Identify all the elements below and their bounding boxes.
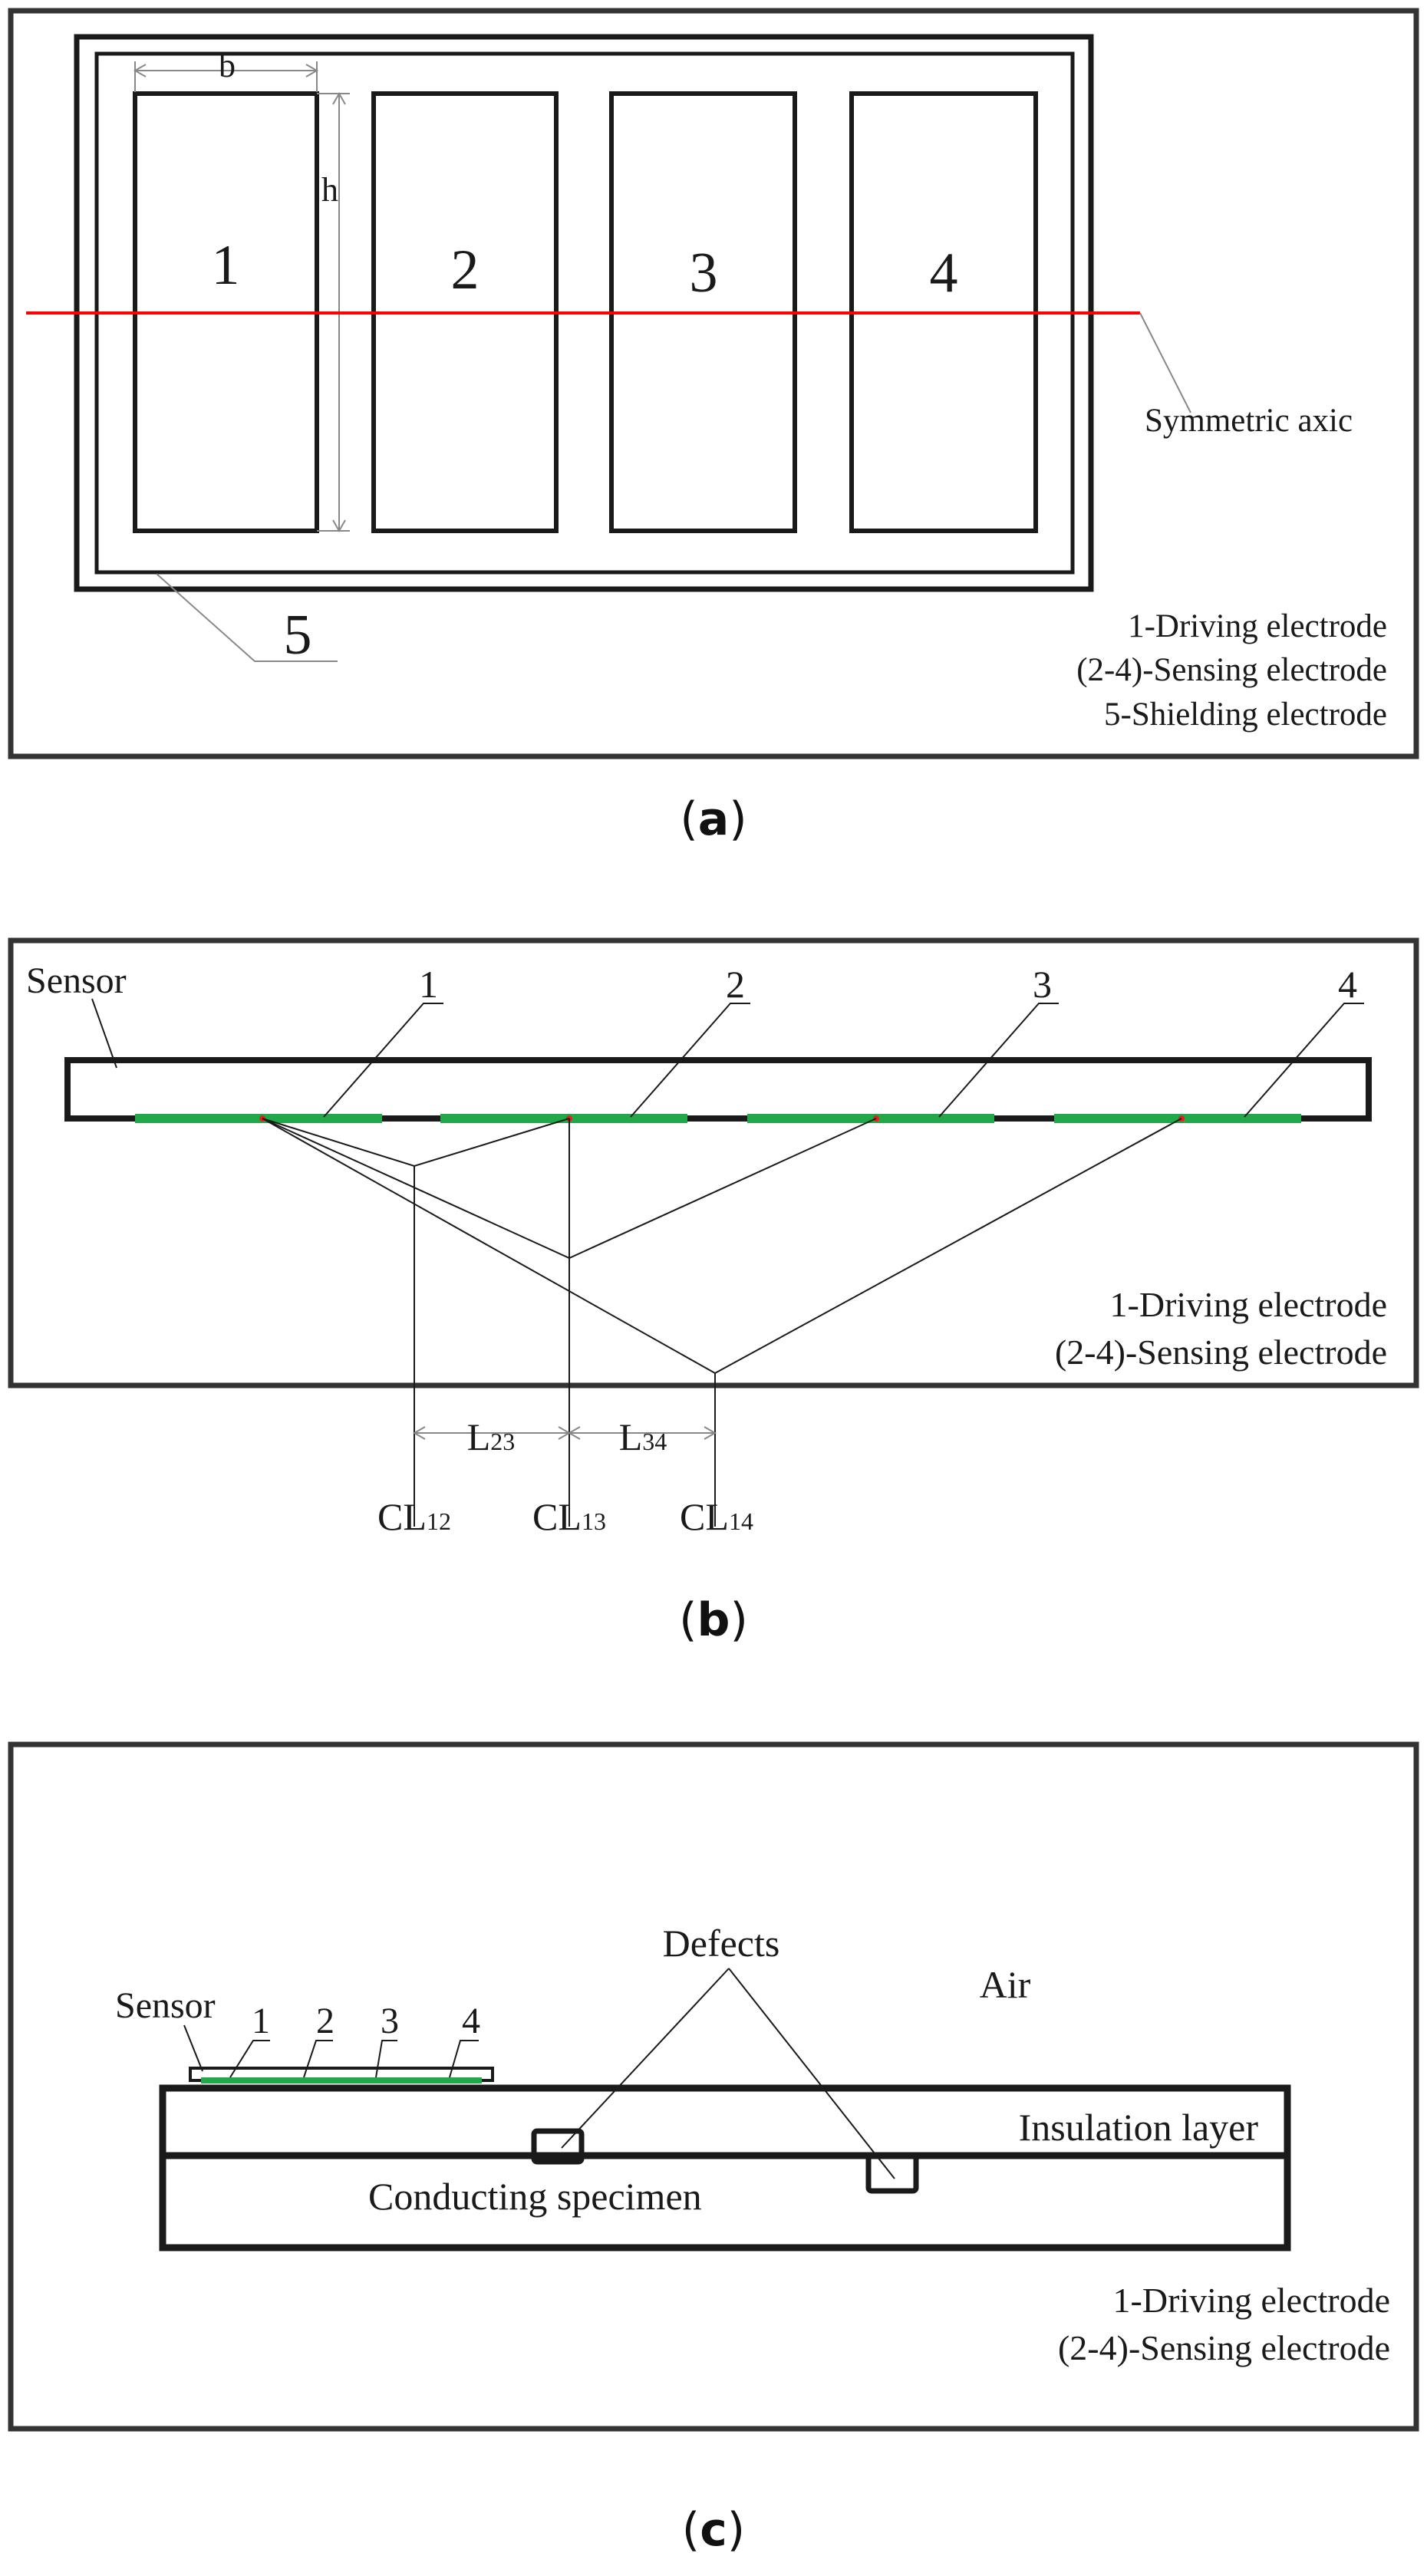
defect-1 [531, 2128, 585, 2165]
shield-label: 5 [284, 604, 312, 667]
electrode-4-label: 4 [930, 242, 958, 305]
l34-label: L34 [619, 1415, 667, 1458]
caption-b: (b) [679, 1593, 748, 1647]
dimension-b-label: b [219, 47, 236, 84]
symmetric-axis-label: Symmetric axic [1145, 403, 1353, 439]
cl12-label: CL12 [377, 1495, 451, 1538]
legend-a-line-3: 5-Shielding electrode [1104, 697, 1387, 733]
legend-c-line-1: 1-Driving electrode [1113, 2281, 1390, 2320]
l23-label: L23 [467, 1415, 516, 1458]
panel-a: 1 2 3 4 b h Symmetric axic 5 1-Dr [8, 8, 1419, 759]
panel-b: Sensor 1 2 3 4 L23 [8, 937, 1419, 1538]
symmetric-axis-leader [1139, 312, 1191, 413]
electrode-4-label-b: 4 [1338, 963, 1357, 1006]
sensor-label-c: Sensor [115, 1985, 216, 2026]
panel-b-frame [8, 937, 1419, 1388]
electrode-3-label: 3 [690, 242, 718, 305]
electrode-2-label: 2 [451, 239, 480, 301]
cl13-label: CL13 [532, 1495, 606, 1538]
sensor-label-b: Sensor [26, 960, 127, 1001]
electrode-3-label-c: 3 [381, 2001, 399, 2041]
electrode-leaders-b [323, 1003, 1364, 1118]
sensor-body [64, 1057, 1372, 1122]
dimension-l [412, 1426, 717, 1440]
sensor-leader-c [183, 2024, 203, 2072]
shield-leader [156, 573, 338, 662]
legend-c-line-2: (2-4)-Sensing electrode [1058, 2328, 1390, 2367]
specimen-block [159, 2084, 1291, 2252]
specimen-label: Conducting specimen [368, 2175, 702, 2218]
dimension-b [133, 61, 319, 92]
defect-leaders [561, 1968, 895, 2179]
electrode-3-label-b: 3 [1033, 963, 1052, 1006]
air-label: Air [980, 1963, 1031, 2006]
legend-a-line-1: 1-Driving electrode [1128, 608, 1387, 644]
electrode-1-label-b: 1 [419, 963, 438, 1006]
panel-c: Sensor 1 2 3 4 Insulation layer Conducti… [8, 1741, 1419, 2432]
sensor-leader-b [91, 998, 117, 1069]
legend-a-line-2: (2-4)-Sensing electrode [1076, 652, 1387, 688]
electrode-1-label: 1 [212, 234, 240, 297]
capacitance-paths [262, 1118, 1182, 1527]
electrode-leaders-c [229, 2040, 479, 2078]
insulation-label: Insulation layer [1019, 2106, 1259, 2149]
electrode-2-label-c: 2 [316, 2001, 335, 2041]
legend-b-line-2: (2-4)-Sensing electrode [1055, 1332, 1387, 1372]
dimension-h-label: h [321, 171, 338, 209]
electrode-4-label-c: 4 [462, 2001, 480, 2041]
defect-2 [865, 2153, 919, 2194]
caption-c: (c) [682, 2503, 745, 2557]
electrode-1-label-c: 1 [252, 2001, 270, 2041]
cl14-label: CL14 [680, 1495, 753, 1538]
legend-b-line-1: 1-Driving electrode [1110, 1285, 1387, 1324]
panel-c-frame [8, 1741, 1419, 2432]
caption-a: (a) [680, 792, 746, 846]
panel-a-frame [8, 8, 1419, 759]
defects-label: Defects [663, 1922, 780, 1965]
electrode-2-label-b: 2 [726, 963, 745, 1006]
